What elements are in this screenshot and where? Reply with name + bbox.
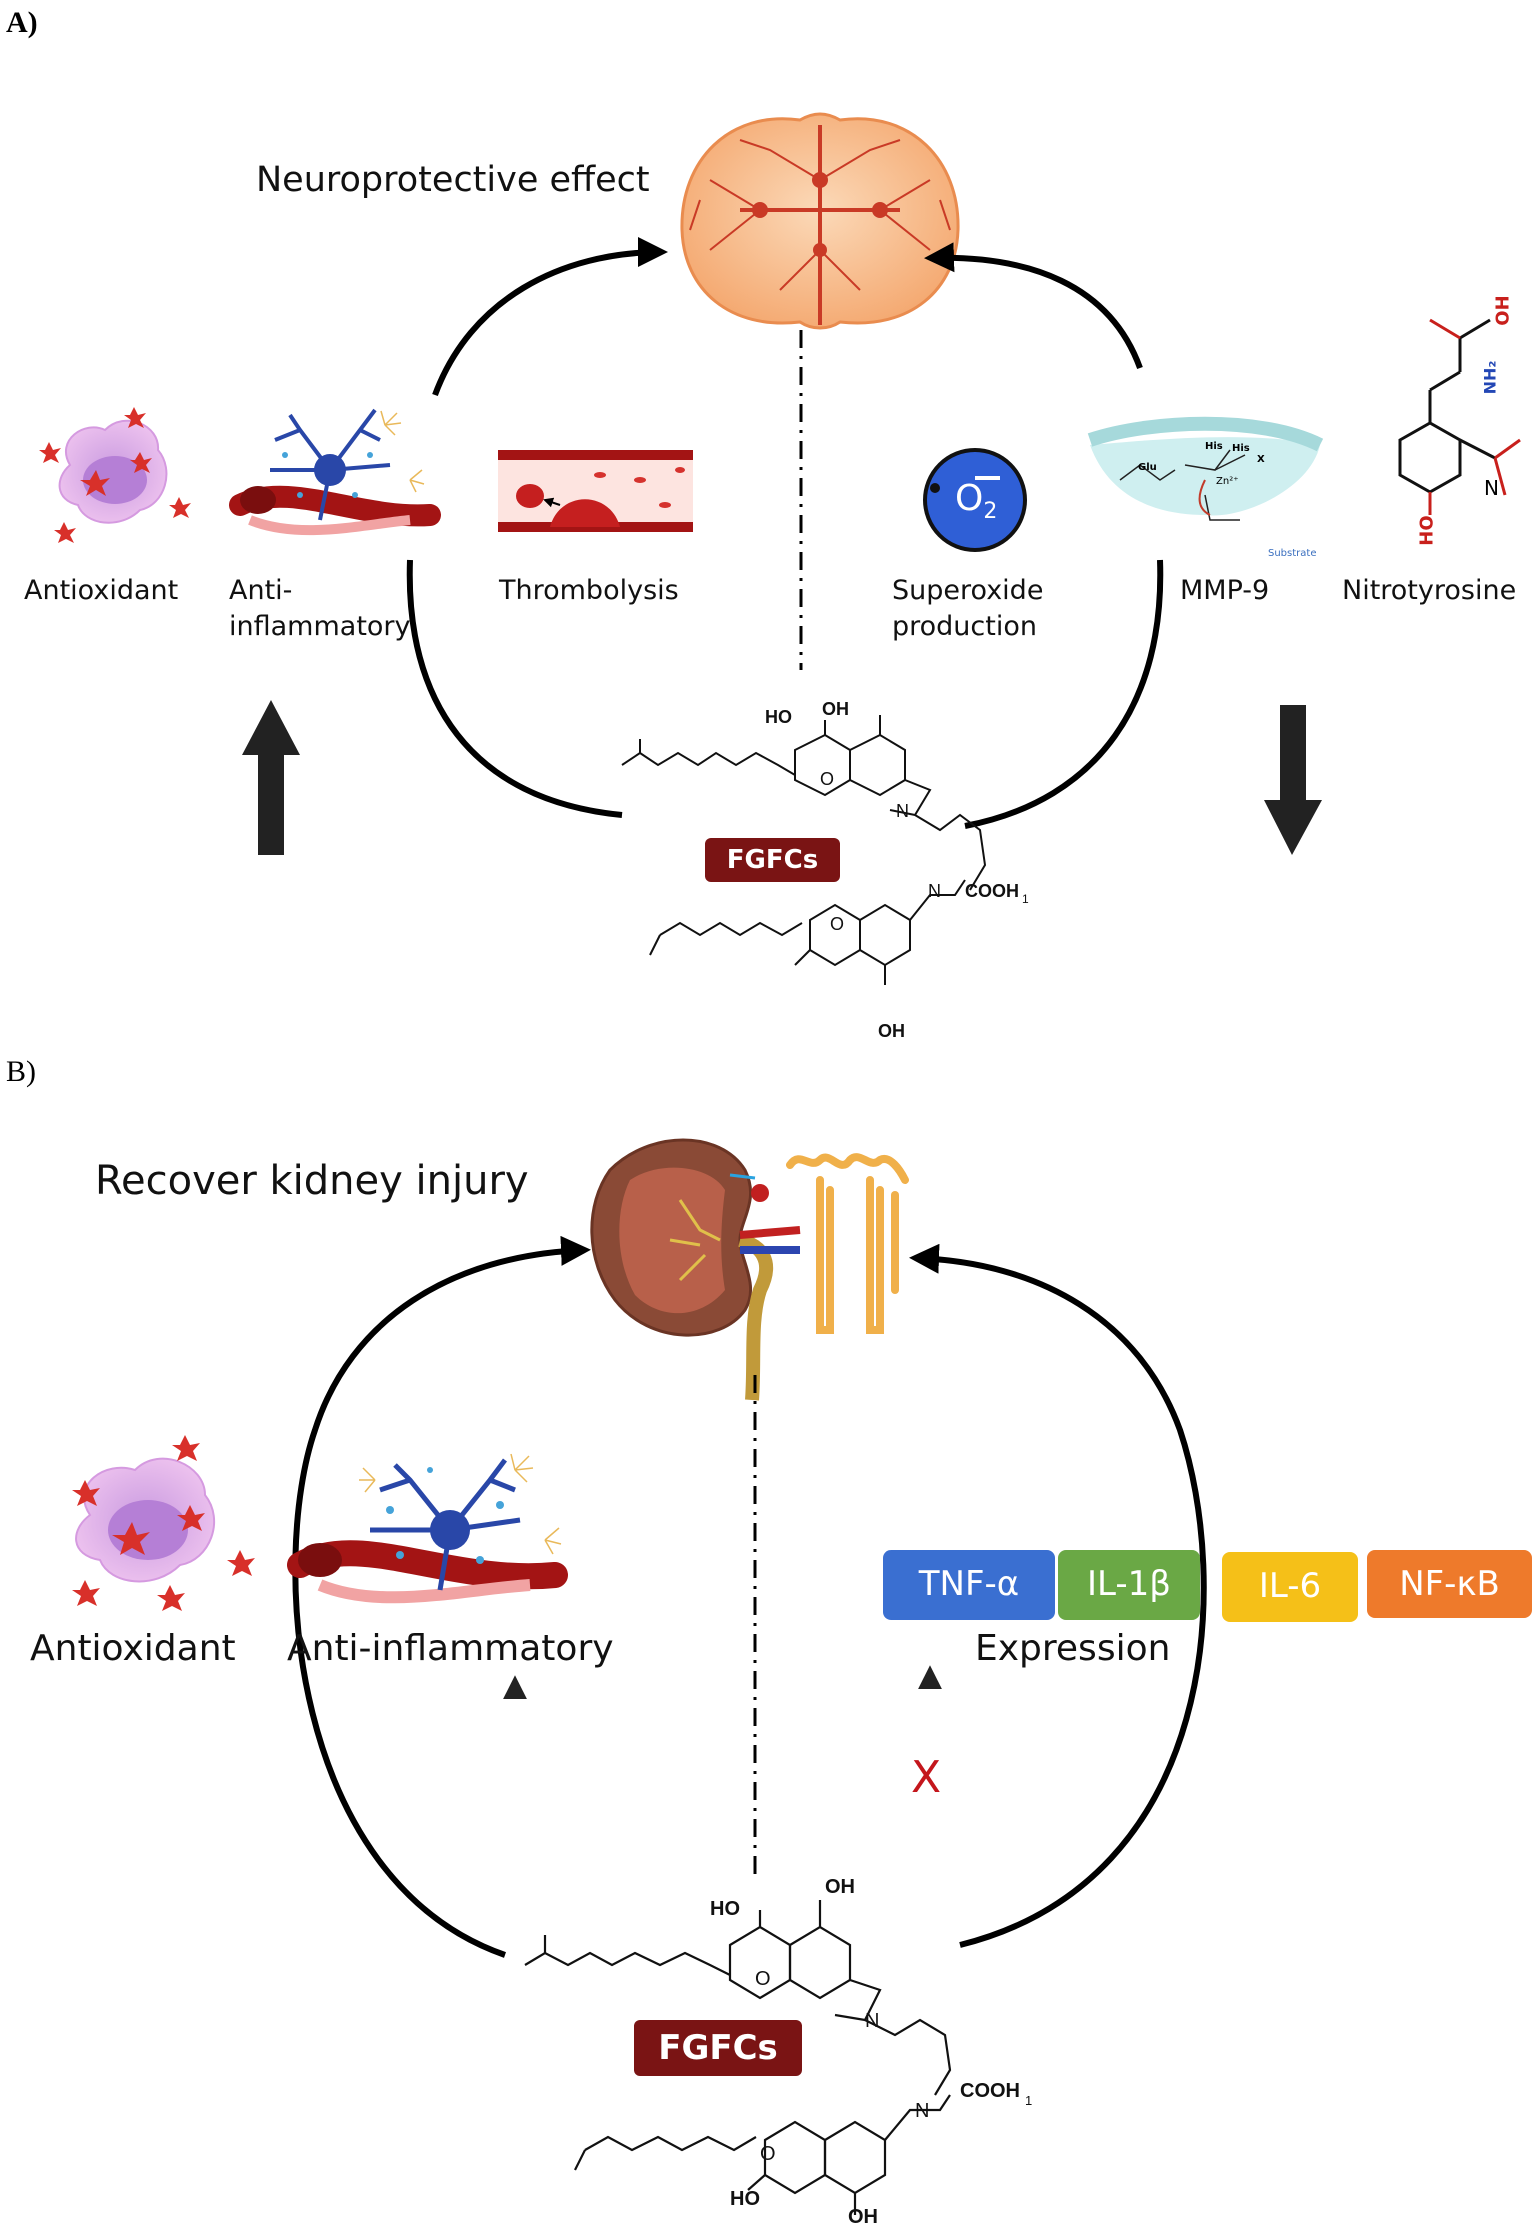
anti-inflammatory-label-b: Anti-inflammatory xyxy=(287,1628,614,1669)
brain-image xyxy=(680,112,960,330)
fgfcs-badge-b: FGFCs xyxy=(634,2020,802,2076)
fgfc-molecule-a: OH HO O N COOH 1 HO O N OH xyxy=(621,699,1029,1045)
mol-a-oh2: OH xyxy=(878,1021,905,1041)
mol-b-o2: O xyxy=(760,2143,776,2165)
mol-a-n2: N xyxy=(928,881,941,901)
panel-a-title: Neuroprotective effect xyxy=(256,160,650,200)
mol-b-ho: HO xyxy=(710,1898,740,1920)
panel-b-diagram xyxy=(72,1138,1207,1958)
fgfcs-badge-a: FGFCs xyxy=(705,838,840,882)
antioxidant-label-b: Antioxidant xyxy=(30,1628,236,1669)
nitrotyrosine-structure xyxy=(1398,318,1521,515)
panel-b-title: Recover kidney injury xyxy=(95,1158,529,1204)
mmp-his1: His xyxy=(1205,441,1223,452)
expression-label: Expression xyxy=(975,1628,1171,1669)
mmp9-label: MMP-9 xyxy=(1180,575,1270,606)
thrombolysis-label: Thrombolysis xyxy=(499,575,679,606)
mol-b-ho2: HO xyxy=(730,2188,760,2210)
kidney-image xyxy=(590,1138,909,1401)
panel-a-diagram xyxy=(39,112,1521,855)
mol-a-ho: HO xyxy=(765,707,792,727)
panel-a-letter: A) xyxy=(6,6,38,39)
mol-a-cooh-sub: 1 xyxy=(1022,892,1029,906)
mol-a-cooh: COOH xyxy=(965,881,1019,901)
mol-a-n: N xyxy=(896,801,909,821)
block-mark: X xyxy=(911,1752,942,1803)
superoxide-label-line2: production xyxy=(892,611,1037,642)
antioxidant-label-a: Antioxidant xyxy=(24,575,179,606)
mol-a-oh: OH xyxy=(822,699,849,719)
mol-b-o: O xyxy=(755,1968,771,1990)
cytokine-tnf: TNF-α xyxy=(883,1550,1055,1620)
superoxide-symbol xyxy=(923,448,1027,552)
fgfc-molecule-b: OH HO O N COOH 1 O N HO OH xyxy=(524,1876,1032,2225)
mol-b-oh: OH xyxy=(825,1876,855,1898)
mol-b-n2: N xyxy=(915,2100,929,2122)
nitro-nh2: NH₂ xyxy=(1480,360,1500,395)
mol-a-o: O xyxy=(820,769,834,789)
mol-a-o2: O xyxy=(830,914,844,934)
cytokine-il6: IL-6 xyxy=(1222,1552,1358,1622)
nitro-ho: HO xyxy=(1416,515,1438,546)
mmp-glu: Glu xyxy=(1138,462,1157,473)
antioxidant-cell-a xyxy=(39,407,191,543)
antioxidant-cell-b xyxy=(72,1435,255,1611)
mol-b-cooh: COOH xyxy=(960,2080,1020,2102)
nitrotyrosine-label: Nitrotyrosine xyxy=(1342,575,1517,606)
mmp-zn: Zn²⁺ xyxy=(1216,476,1239,487)
neuron-vessel-a xyxy=(229,408,441,536)
nitro-oh: OH xyxy=(1492,295,1514,326)
mmp-substrate: Substrate xyxy=(1268,548,1317,559)
superoxide-o: O2 xyxy=(955,478,998,525)
mmp-his2: His xyxy=(1232,443,1250,454)
mol-b-n: N xyxy=(865,2010,879,2032)
neuron-vessel-b xyxy=(287,1453,568,1604)
thrombolysis-vessel xyxy=(498,450,693,532)
anti-inflammatory-label-a-line1: Anti- xyxy=(229,575,293,606)
panel-b-letter: B) xyxy=(6,1055,36,1088)
cytokine-il1b: IL-1β xyxy=(1058,1550,1200,1620)
cytokine-nfkb: NF-κB xyxy=(1367,1550,1532,1618)
mmp-x: X xyxy=(1257,454,1265,465)
nitro-n: N xyxy=(1484,476,1499,500)
mol-b-oh2: OH xyxy=(848,2206,878,2225)
mol-a-ho2: HO xyxy=(785,1044,812,1045)
mmp9-structure xyxy=(1087,416,1324,521)
superoxide-label-line1: Superoxide xyxy=(892,575,1044,606)
mol-b-cooh-sub: 1 xyxy=(1025,2093,1032,2108)
anti-inflammatory-label-a-line2: inflammatory xyxy=(229,611,411,642)
